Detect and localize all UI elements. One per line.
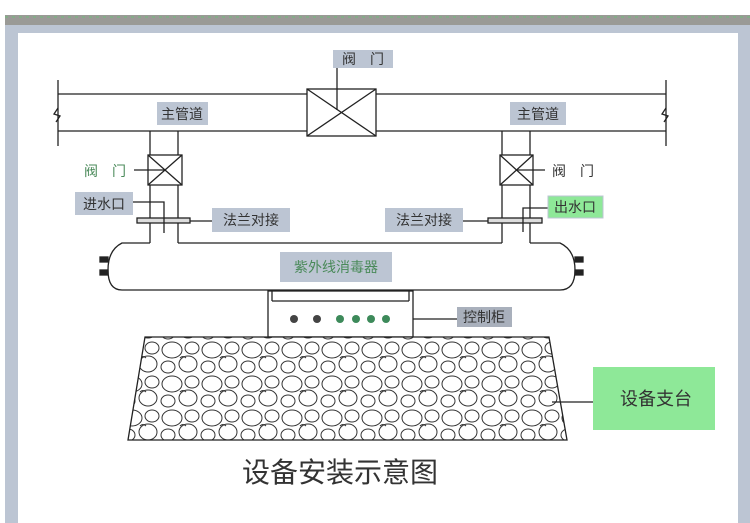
window-frame	[5, 15, 750, 523]
indicator-light	[290, 315, 298, 323]
right-flange	[487, 217, 543, 224]
main-pipe	[52, 80, 670, 146]
outlet-label: 出水口	[554, 200, 596, 216]
right-valve-label: 阀 门	[552, 164, 594, 180]
inlet-label: 进水口	[83, 197, 125, 213]
main-valve-label: 阀 门	[342, 52, 384, 68]
control-cabinet	[267, 290, 457, 338]
branch-pipes	[149, 131, 531, 243]
diagram-title: 设备安装示意图	[242, 456, 438, 489]
flange-right-label: 法兰对接	[396, 212, 452, 229]
indicator-light	[313, 315, 321, 323]
left-valve-label: 阀 门	[84, 164, 126, 180]
right-valve-icon	[499, 154, 545, 186]
indicator-light	[336, 315, 344, 323]
flange-left-label: 法兰对接	[223, 212, 279, 229]
main-pipe-left-label: 主管道	[161, 107, 203, 123]
indicator-light	[367, 315, 375, 323]
indicator-light	[382, 315, 390, 323]
lamp-connector-icon	[99, 256, 584, 276]
equipment-stand-label: 设备支台	[620, 389, 692, 410]
control-cabinet-label: 控制柜	[463, 310, 505, 326]
left-valve-icon	[134, 154, 183, 186]
main-valve-icon	[306, 68, 377, 137]
main-pipe-right-label: 主管道	[517, 107, 559, 123]
sterilizer-label: 紫外线消毒器	[294, 260, 378, 276]
equipment-stand	[127, 336, 605, 441]
indicator-light	[352, 315, 360, 323]
indicator-lights	[290, 315, 390, 323]
